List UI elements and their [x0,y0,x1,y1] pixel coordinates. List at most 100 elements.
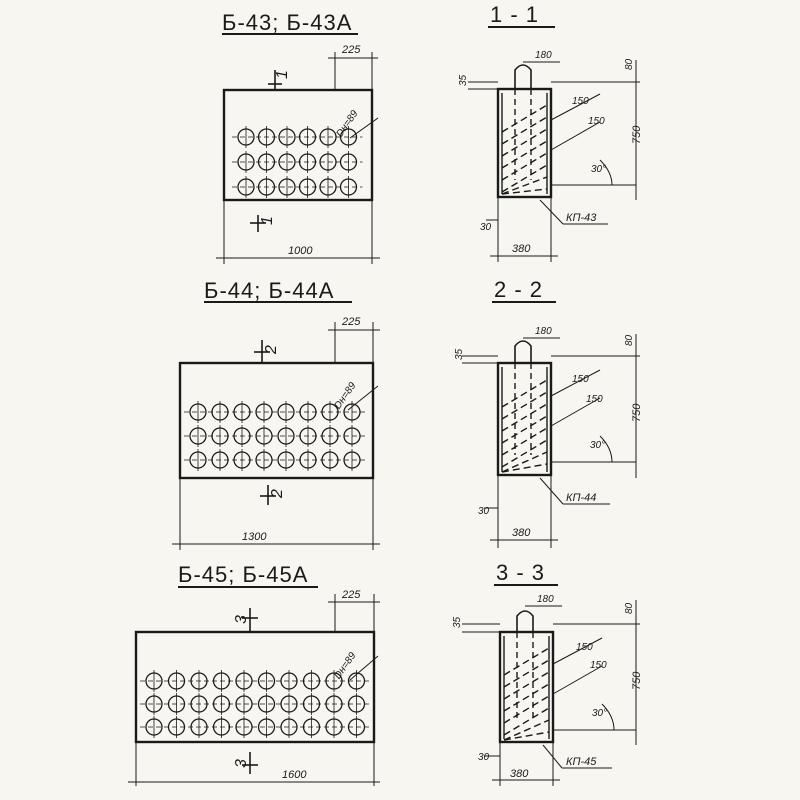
hatch-line [503,719,550,741]
hatch-line [501,152,548,181]
dim-slant [550,121,601,151]
hole-leader [349,117,379,139]
dim-slant [550,369,601,397]
block-elevation-1: Б-43; Б-43А 1 1 225 Dн=89 1000 [216,10,380,264]
dim-length: 1600 [282,769,307,781]
dim-length: 1300 [242,531,267,543]
lifting-loop [514,340,532,363]
dim-offset: 225 [341,589,361,601]
dim-slant [550,93,601,121]
dim-150-b: 150 [588,116,605,127]
dim-top-width: 180 [535,326,552,337]
block-outline [134,630,376,744]
dim-150-a: 150 [572,96,589,107]
section-mark-top: 1 [274,70,291,79]
angle-label: 30° [591,164,606,175]
hole-grid [232,126,363,198]
hole-diameter-label: Dн=89 [332,650,358,681]
angle-arc [599,435,613,463]
dim-top-width: 180 [537,594,554,605]
hatch-line [501,164,548,193]
section-mark-top: 2 [263,345,280,355]
dim-offset: 225 [341,316,361,328]
dim-slant [552,637,603,665]
hatch-line [501,176,548,195]
block-title: Б-43; Б-43А [222,10,352,35]
hole-grid [184,401,366,471]
hole-leader [349,655,379,681]
dim-height: 750 [631,671,643,690]
hatch-line [503,683,550,712]
dim-top-width: 180 [535,50,552,61]
hatch-line [501,116,548,145]
dim-150-b: 150 [586,394,603,405]
dim-length: 1000 [288,245,313,257]
plate-label: КП-43 [566,212,597,224]
hatch-line [501,128,548,157]
hatch-line [503,659,550,688]
hatch-line [503,647,550,676]
dim-bottom-left: 30 [480,222,492,233]
lifting-loop [514,64,532,89]
angle-arc [599,159,613,186]
section-mark-bottom: 2 [269,489,286,499]
dim-left-top: 35 [458,74,469,86]
section-mark-bottom: 1 [259,216,276,225]
hatch-line [501,415,548,444]
plate-leader [542,744,563,769]
angle-label: 30° [590,440,605,451]
hatch-line [501,403,548,432]
hole-leader [347,385,379,411]
block-title: Б-45; Б-45А [178,562,308,587]
section-mark-bottom: 3 [233,759,250,768]
section-outline [498,630,555,744]
angle-label: 30° [592,708,607,719]
angle-arc [601,703,615,731]
dim-bottom-left: 30 [478,506,490,517]
dim-150-a: 150 [576,642,593,653]
dim-top-right: 80 [624,602,635,614]
plate-leader [539,199,564,225]
dim-left-top: 35 [452,616,463,628]
cross-section-2-2: 2 - 2 180 80 750 35 150 150 30° 30 380 К… [454,277,643,548]
hatch-line [503,731,550,741]
plate-leader [539,477,564,505]
hatch-line [501,188,548,195]
hatch-line [501,439,548,468]
hatch-line [501,104,548,133]
hatch-line [501,451,548,473]
dim-150-b: 150 [590,660,607,671]
dim-height: 750 [631,403,643,422]
section-title: 3 - 3 [496,560,545,585]
hatch-line [501,463,548,473]
hatch-line [503,707,550,736]
section-mark-top: 3 [233,615,250,624]
dim-150-a: 150 [572,374,589,385]
hatching [503,647,550,741]
dim-width: 380 [510,768,529,780]
section-outline [496,87,553,199]
plate-label: КП-44 [566,492,596,504]
block-outline [178,361,375,480]
section-title: 1 - 1 [490,2,539,27]
dim-top-right: 80 [624,58,635,70]
block-title: Б-44; Б-44А [204,278,334,303]
block-elevation-3: Б-45; Б-45А 3 3 225 Dн=89 1600 [128,562,380,786]
hatch-line [501,427,548,456]
hatching [501,379,548,473]
plate-label: КП-45 [566,756,597,768]
hatching [501,104,548,195]
dim-top-right: 80 [624,334,635,346]
cross-section-1-1: 1 - 1 180 80 750 35 150 150 30° 30 [458,2,643,262]
hole-grid [140,670,371,738]
lifting-loop [516,610,534,632]
dim-left-top: 35 [454,348,465,360]
dim-width: 380 [512,527,531,539]
dim-offset: 225 [341,44,361,56]
block-outline [222,88,374,202]
dim-bottom-left: 30 [478,752,490,763]
cross-section-3-3: 3 - 3 180 80 750 35 150 150 30° 30 380 К… [452,560,643,786]
section-outline [496,361,553,477]
dim-height: 750 [631,125,643,144]
